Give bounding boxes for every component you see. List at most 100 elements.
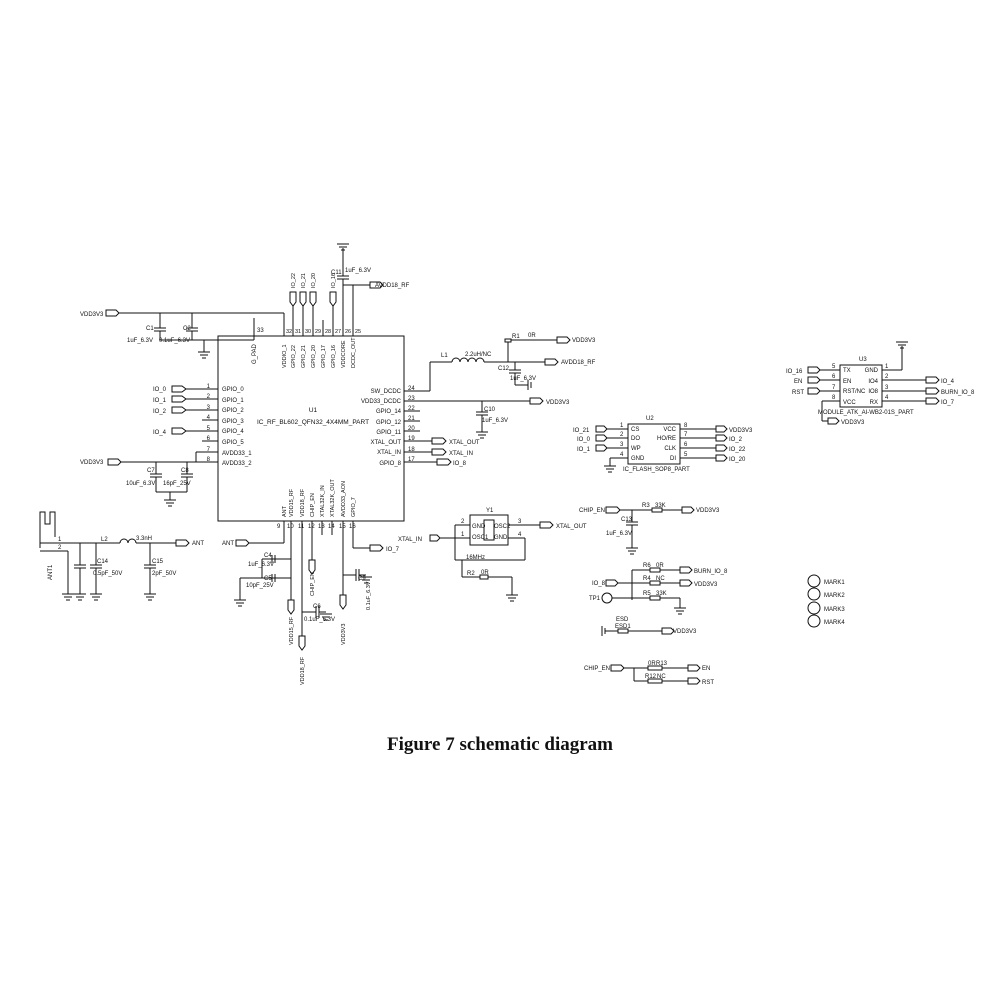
svg-text:GPIO_7: GPIO_7 — [351, 497, 357, 517]
svg-text:EN: EN — [794, 379, 802, 385]
u1-pin-27: 27 GPIO_16 IO_16 — [329, 273, 341, 368]
y1-quartz — [483, 519, 495, 541]
svg-text:XTAL_IN: XTAL_IN — [449, 451, 473, 457]
svg-text:CHIP_EN: CHIP_EN — [579, 508, 605, 514]
y1-pin-osc1: OSC1 — [472, 535, 489, 541]
ic-u1: U1 IC_RF_BL602_QFN32_4X4MM_PART 1 GPIO_0… — [153, 273, 530, 636]
vdd18-rf-c6: C6 0.1uF_6.3V VDD18_RF — [298, 604, 335, 685]
svg-text:1: 1 — [58, 537, 62, 543]
port-u3-burn-io-8 — [925, 387, 940, 395]
svg-text:2: 2 — [58, 545, 62, 551]
ic-u2-flash: U2 IC_FLASH_SOP8_PART 1 CS IO_21 2 DO IO… — [573, 416, 753, 473]
svg-text:XTAL32K_OUT: XTAL32K_OUT — [330, 479, 336, 517]
vdd33-dcdc-c10: VDD3V3 C10 1uF_6.3V — [475, 397, 570, 439]
svg-text:4: 4 — [885, 395, 889, 401]
svg-text:VDD3V3: VDD3V3 — [696, 508, 720, 514]
svg-text:1: 1 — [207, 384, 211, 390]
u1-pin-2: 2 GPIO_1 IO_1 — [153, 394, 244, 404]
port-avdd18-rf-l1 — [544, 358, 559, 366]
r12-value: NC — [657, 674, 666, 680]
svg-text:GND: GND — [631, 456, 645, 462]
svg-text:IO_22: IO_22 — [291, 273, 297, 288]
c15-value: 2pF_50V — [152, 571, 176, 577]
u1-pin-26: 26 VDDCORE — [341, 285, 351, 368]
svg-text:4: 4 — [620, 452, 624, 458]
u1-pin-30: 30 GPIO_21 IO_21 — [299, 273, 311, 368]
io8-burn-network: IO_8 R6 0R BURN_IO_8 R4 NC VDD3V3 TP1 R5… — [589, 563, 728, 615]
u2-pin-8: 8 VCC VDD3V3 — [663, 423, 753, 434]
svg-text:IO_1: IO_1 — [153, 398, 167, 404]
svg-text:IO4: IO4 — [868, 379, 878, 385]
port-io-21 — [299, 291, 307, 307]
r13-value: 0R — [648, 661, 656, 667]
port-vdd3v3-esd — [661, 627, 675, 635]
port-u3-rst — [807, 387, 821, 395]
svg-text:2: 2 — [885, 374, 889, 380]
svg-text:IO_20: IO_20 — [311, 273, 317, 288]
c6-value: 0.1uF_6.3V — [304, 617, 335, 623]
port-xtal-in — [431, 448, 447, 456]
svg-text:VDD3V3: VDD3V3 — [572, 338, 596, 344]
svg-text:VDD18_RF: VDD18_RF — [300, 488, 306, 517]
svg-text:IO_2: IO_2 — [153, 409, 167, 415]
svg-text:DCDC_OUT: DCDC_OUT — [351, 337, 357, 368]
svg-text:IO_4: IO_4 — [153, 430, 167, 436]
port-chip-en-r3 — [605, 506, 621, 514]
u1-pin-31: 31 GPIO_22 IO_22 — [289, 273, 301, 368]
svg-text:19: 19 — [408, 436, 415, 442]
svg-text:GPIO_8: GPIO_8 — [379, 461, 401, 467]
crystal-y1: Y1 GND OSC1 OSC2 GND 16MHz 2 1 3 4 XTAL_… — [398, 508, 587, 602]
svg-text:XTAL_IN: XTAL_IN — [377, 450, 401, 456]
svg-text:XTAL32K_IN: XTAL32K_IN — [320, 485, 326, 517]
mark2-label: MARK2 — [824, 593, 845, 599]
u3-pin-6: 6 EN EN — [794, 374, 851, 385]
svg-text:IO_21: IO_21 — [301, 273, 307, 288]
port-io-8-r6 — [605, 579, 619, 587]
u1-pin-16: 16 GPIO_7 IO_7 — [349, 497, 400, 553]
figure-caption: Figure 7 schematic diagram — [386, 734, 614, 755]
u2-ref: U2 — [646, 416, 654, 422]
svg-text:29: 29 — [315, 329, 321, 335]
svg-text:11: 11 — [298, 524, 305, 530]
svg-text:7: 7 — [684, 432, 688, 438]
port-io-0 — [171, 385, 187, 393]
c12-ref: C12 — [498, 366, 510, 372]
dcdc-inductor-l1: L1 2.2uH/NC AVDD18_RF R1 0R VDD3V3 C12 1… — [429, 333, 596, 391]
port-chip-en-r13 — [610, 664, 625, 672]
svg-text:31: 31 — [295, 329, 301, 335]
c5-ref: C5 — [264, 576, 272, 582]
port-avdd18-rf-top — [369, 281, 384, 289]
port-u2-io-20 — [715, 454, 728, 462]
svg-text:AVDD33_1: AVDD33_1 — [222, 451, 252, 457]
antenna-matching: ANT1 1 2 C14 0.5pF_50V L2 3.3nH ANT C15 … — [39, 511, 204, 601]
svg-text:CHIP_EN: CHIP_EN — [584, 666, 610, 672]
u2-pin-6: 6 CLK IO_22 — [664, 442, 746, 453]
svg-text:GPIO_17: GPIO_17 — [321, 345, 327, 368]
svg-text:2: 2 — [620, 432, 624, 438]
r1-body — [504, 338, 512, 343]
svg-text:13: 13 — [318, 524, 325, 530]
u1-bottom-pins: 9 ANT 10 VDD15_RF 11 VDD18_RF 12 CHIP_EN… — [277, 479, 400, 636]
svg-text:IO_21: IO_21 — [573, 428, 590, 434]
svg-text:RST: RST — [702, 680, 714, 686]
c15-ref: C15 — [152, 559, 164, 565]
svg-text:XTAL_OUT: XTAL_OUT — [449, 440, 480, 446]
r1-value: 0R — [528, 333, 536, 339]
port-burn-io-8 — [679, 566, 693, 574]
svg-text:VCC: VCC — [663, 427, 676, 433]
c5-value: 10pF_25V — [246, 583, 274, 589]
svg-text:SW_DCDC: SW_DCDC — [371, 389, 402, 395]
u1-pin-3: 3 GPIO_2 IO_2 — [153, 405, 244, 415]
r3-ref: R3 — [642, 503, 650, 509]
svg-text:EN: EN — [702, 666, 710, 672]
r2-value: 0R — [481, 570, 489, 576]
svg-text:32: 32 — [286, 329, 292, 335]
svg-text:AVDD18_RF: AVDD18_RF — [375, 283, 410, 289]
port-u2-io-21 — [595, 425, 608, 433]
c11-avdd18-rf: C11 1uF_6.3V AVDD18_RF — [331, 243, 410, 289]
u2-body — [627, 423, 681, 465]
y1-pin-osc2: OSC2 — [494, 524, 511, 530]
c10-ref: C10 — [484, 407, 496, 413]
svg-text:TX: TX — [843, 368, 851, 374]
port-io-4 — [171, 427, 187, 435]
